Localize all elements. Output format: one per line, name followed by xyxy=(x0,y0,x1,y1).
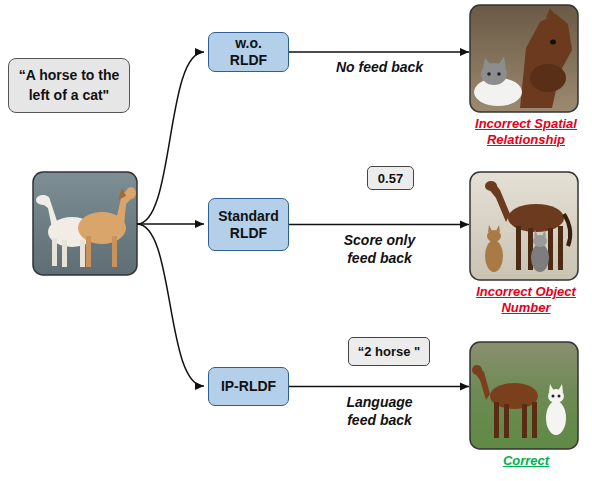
output-image-number xyxy=(470,172,578,280)
box-text: IP-RLDF xyxy=(221,378,276,395)
connector-arrow xyxy=(289,224,469,226)
output-image-correct xyxy=(470,342,578,449)
feedback-box: 0.57 xyxy=(367,166,414,190)
image-caption: Incorrect Object Number xyxy=(466,284,586,315)
output-image: Correct xyxy=(466,342,586,469)
input-image xyxy=(33,172,137,275)
output-image: Incorrect Object Number xyxy=(466,172,586,315)
branch-line xyxy=(137,223,204,225)
box-text: “A horse to the left of a cat" xyxy=(15,65,123,106)
edge-label: Language feed back xyxy=(338,393,422,431)
box-text: 0.57 xyxy=(378,171,403,186)
branch-line xyxy=(137,224,204,386)
box-text: w.o. RLDF xyxy=(215,35,282,69)
method-box: w.o. RLDF xyxy=(208,32,289,72)
branch-line xyxy=(137,52,204,224)
image-caption: Incorrect Spatial Relationship xyxy=(466,116,586,147)
connector-arrow xyxy=(289,51,469,53)
text-wrap: Standard RLDF xyxy=(215,208,282,242)
text-wrap: w.o. RLDF xyxy=(215,35,282,69)
box-text: “2 horse " xyxy=(358,344,421,359)
feedback-box: “2 horse " xyxy=(348,337,430,366)
image-caption: Correct xyxy=(466,453,586,469)
edge-label: Score only feed back xyxy=(334,231,426,269)
connector-arrow xyxy=(289,386,469,388)
output-image: Incorrect Spatial Relationship xyxy=(466,5,586,147)
edge-label: No feed back xyxy=(315,58,445,77)
text-wrap: “2 horse " xyxy=(358,344,421,359)
box-text: Standard RLDF xyxy=(215,208,282,242)
output-image-spatial xyxy=(470,5,578,112)
text-wrap: IP-RLDF xyxy=(221,378,276,395)
text-wrap: 0.57 xyxy=(378,171,403,186)
prompt-box: “A horse to the left of a cat" xyxy=(8,58,130,113)
method-box: IP-RLDF xyxy=(208,367,289,406)
method-box: Standard RLDF xyxy=(208,198,289,251)
